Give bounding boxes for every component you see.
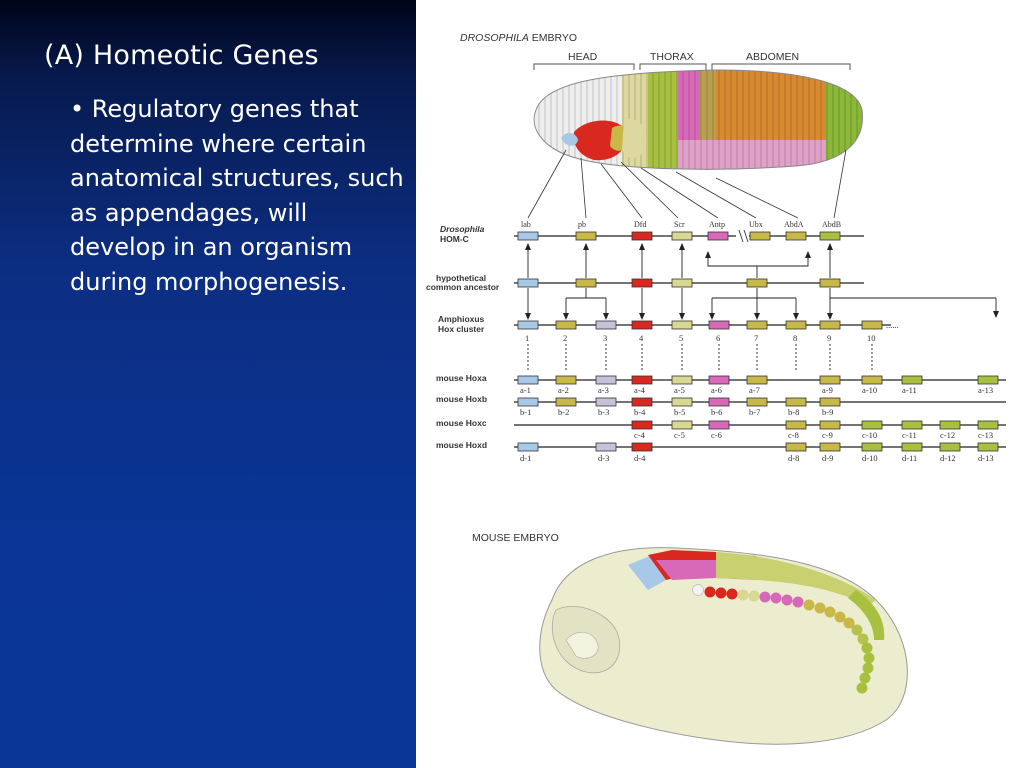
drosophila-gene-boxes xyxy=(517,231,841,241)
row-labels: Drosophila HOM-C hypothetical common anc… xyxy=(426,224,500,450)
svg-text:c-9: c-9 xyxy=(822,430,833,440)
gene-label-antp: Antp xyxy=(709,220,725,229)
somite-row xyxy=(692,584,875,694)
amphioxus-gene-numbers: 1 2 3 4 5 6 7 8 9 10 xyxy=(525,333,876,343)
amphioxus-row-label: Amphioxus xyxy=(438,314,485,324)
drosophila-embryo-title: DROSOPHILA EMBRYO xyxy=(460,32,577,44)
embryo-gene-projection-lines xyxy=(527,149,847,219)
gene-label-dfd: Dfd xyxy=(634,220,646,229)
hoxb-gene-labels: b-1 b-2 b-3 b-4 b-5 b-6 b-7 b-8 b-9 xyxy=(520,407,833,417)
drosophila-row-sublabel: HOM-C xyxy=(440,234,469,244)
hoxa-gene-labels: a-1 a-2 a-3 a-4 a-5 a-6 a-7 a-9 a-10 a-1… xyxy=(520,385,993,395)
svg-text:a-3: a-3 xyxy=(598,385,609,395)
gene-label-pb: pb xyxy=(578,220,586,229)
svg-text:b-3: b-3 xyxy=(598,407,609,417)
gene-label-abdb: AbdB xyxy=(822,220,841,229)
svg-text:2: 2 xyxy=(563,333,567,343)
svg-text:c-13: c-13 xyxy=(978,430,993,440)
svg-text:c-5: c-5 xyxy=(674,430,685,440)
amphioxus-gene-boxes xyxy=(517,320,883,330)
svg-text:7: 7 xyxy=(754,333,758,343)
svg-text:4: 4 xyxy=(639,333,644,343)
svg-text:a-6: a-6 xyxy=(711,385,722,395)
drosophila-embryo-illustration xyxy=(533,69,863,170)
gene-label-ubx: Ubx xyxy=(749,220,763,229)
gene-label-lab: lab xyxy=(521,220,531,229)
svg-text:b-7: b-7 xyxy=(749,407,760,417)
hoxa-gene-boxes xyxy=(517,375,999,385)
svg-text:c-12: c-12 xyxy=(940,430,955,440)
hoxc-gene-boxes xyxy=(631,420,999,430)
hoxb-row-label: mouse Hoxb xyxy=(436,394,487,404)
svg-text:c-8: c-8 xyxy=(788,430,799,440)
svg-text:a-10: a-10 xyxy=(862,385,877,395)
region-thorax-label: THORAX xyxy=(650,51,694,63)
hoxd-row-label: mouse Hoxd xyxy=(436,440,487,450)
amphioxus-mouse-arrows xyxy=(527,344,873,372)
svg-text:b-1: b-1 xyxy=(520,407,531,417)
hoxd-gene-boxes xyxy=(517,442,999,452)
svg-text:a-4: a-4 xyxy=(634,385,646,395)
svg-text:d-11: d-11 xyxy=(902,453,917,463)
svg-text:b-4: b-4 xyxy=(634,407,646,417)
svg-text:a-1: a-1 xyxy=(520,385,531,395)
svg-text:b-6: b-6 xyxy=(711,407,722,417)
arrowheads xyxy=(525,243,999,320)
ancestor-row-sublabel: common ancestor xyxy=(426,282,500,292)
gene-label-abda: AbdA xyxy=(784,220,804,229)
svg-text:b-5: b-5 xyxy=(674,407,685,417)
slide-title: (A) Homeotic Genes xyxy=(44,40,319,71)
svg-text:c-4: c-4 xyxy=(634,430,646,440)
hoxa-row-label: mouse Hoxa xyxy=(436,373,487,383)
hoxc-gene-labels: c-4 c-5 c-6 c-8 c-9 c-10 c-11 c-12 c-13 xyxy=(634,430,993,440)
ancestor-gene-boxes xyxy=(517,278,841,288)
svg-text:c-11: c-11 xyxy=(902,430,917,440)
svg-text:8: 8 xyxy=(793,333,797,343)
svg-text:d-3: d-3 xyxy=(598,453,609,463)
svg-text:d-10: d-10 xyxy=(862,453,878,463)
svg-text:c-6: c-6 xyxy=(711,430,722,440)
region-head-label: HEAD xyxy=(568,51,598,63)
svg-text:1: 1 xyxy=(525,333,529,343)
svg-text:c-10: c-10 xyxy=(862,430,877,440)
svg-text:b-9: b-9 xyxy=(822,407,833,417)
svg-text:9: 9 xyxy=(827,333,831,343)
svg-text:a-13: a-13 xyxy=(978,385,993,395)
svg-text:b-2: b-2 xyxy=(558,407,569,417)
slide-bullet-text: • Regulatory genes that determine where … xyxy=(70,95,404,296)
svg-text:a-5: a-5 xyxy=(674,385,685,395)
svg-text:d-1: d-1 xyxy=(520,453,531,463)
amphioxus-row-sublabel: Hox cluster xyxy=(438,324,485,334)
hoxc-row-label: mouse Hoxc xyxy=(436,418,487,428)
ancestor-row-label: hypothetical xyxy=(436,273,486,283)
svg-text:5: 5 xyxy=(679,333,683,343)
svg-text:d-12: d-12 xyxy=(940,453,956,463)
hoxb-gene-boxes xyxy=(517,397,841,407)
hox-gene-figure: DROSOPHILA EMBRYO HEAD THORAX ABDOMEN xyxy=(416,0,1024,768)
drosophila-row-label: Drosophila xyxy=(440,224,485,234)
mouse-embryo-illustration xyxy=(539,547,908,745)
svg-text:10: 10 xyxy=(867,333,876,343)
region-brackets xyxy=(533,63,851,70)
svg-text:b-8: b-8 xyxy=(788,407,799,417)
svg-text:d-13: d-13 xyxy=(978,453,994,463)
svg-text:d-4: d-4 xyxy=(634,453,646,463)
region-abdomen-label: ABDOMEN xyxy=(746,51,799,63)
svg-text:a-9: a-9 xyxy=(822,385,833,395)
drosophila-gene-labels: lab pb Dfd Scr Antp Ubx AbdA AbdB xyxy=(521,220,841,229)
gene-label-scr: Scr xyxy=(674,220,685,229)
svg-text:d-8: d-8 xyxy=(788,453,799,463)
svg-text:a-2: a-2 xyxy=(558,385,569,395)
evolution-arrows xyxy=(527,246,997,317)
svg-text:6: 6 xyxy=(716,333,720,343)
svg-text:d-9: d-9 xyxy=(822,453,833,463)
svg-text:3: 3 xyxy=(603,333,607,343)
svg-text:a-7: a-7 xyxy=(749,385,760,395)
slide-text-panel: (A) Homeotic Genes • Regulatory genes th… xyxy=(0,0,416,768)
mouse-embryo-title: MOUSE EMBRYO xyxy=(472,532,559,544)
amphioxus-continuation-dots: ...... xyxy=(886,320,899,330)
svg-text:a-11: a-11 xyxy=(902,385,917,395)
hoxd-gene-labels: d-1 d-3 d-4 d-8 d-9 d-10 d-11 d-12 d-13 xyxy=(520,453,994,463)
